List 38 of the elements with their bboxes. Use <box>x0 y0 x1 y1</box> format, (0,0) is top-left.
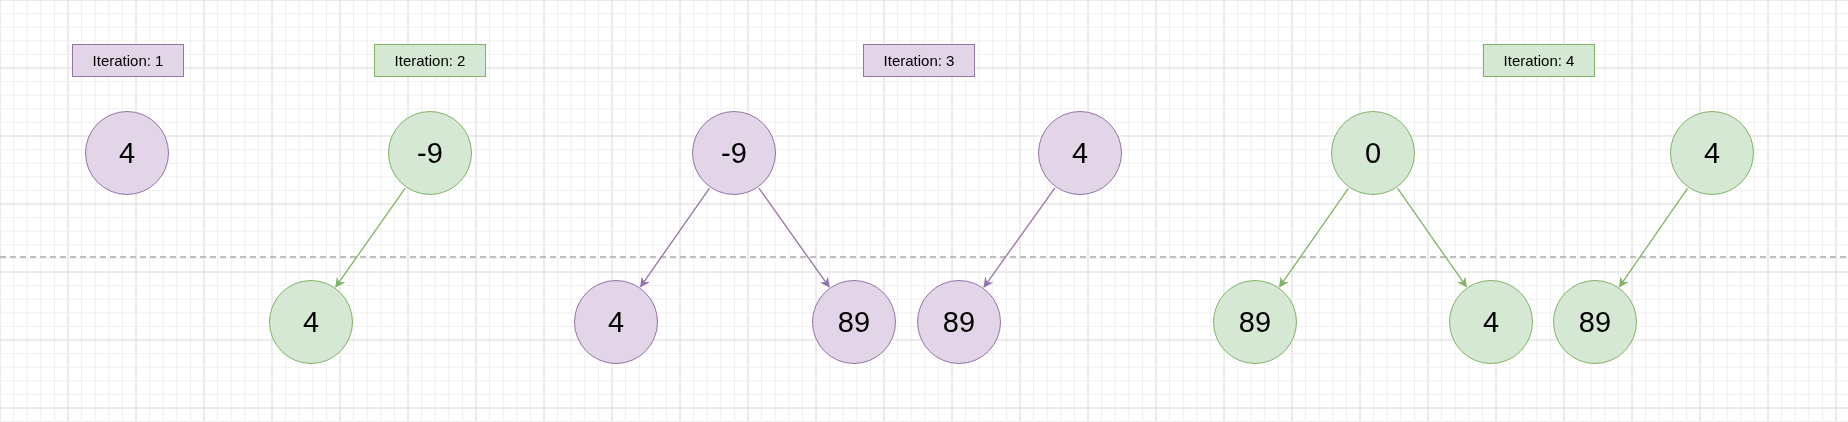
node-text: 0 <box>1364 136 1382 170</box>
node-text: 4 <box>1703 136 1721 170</box>
arrow <box>1396 187 1468 288</box>
node-text: Iteration: 4 <box>1503 52 1575 69</box>
arrow <box>758 187 830 288</box>
node-text: Iteration: 1 <box>92 52 164 69</box>
node-text: 89 <box>1578 305 1612 339</box>
arrow <box>335 187 406 288</box>
node-text: 89 <box>837 305 871 339</box>
arrow <box>983 187 1056 288</box>
tree-node-circle <box>1553 280 1637 364</box>
node-text: 89 <box>942 305 976 339</box>
iteration-label <box>374 44 486 77</box>
iteration-label <box>1483 44 1595 77</box>
iteration-label <box>72 44 184 77</box>
node-text: 4 <box>1071 136 1089 170</box>
iteration-label <box>863 44 975 77</box>
node-text: -9 <box>721 136 747 170</box>
arrow <box>639 187 711 288</box>
tree-node-circle <box>1670 111 1754 195</box>
tree-node-circle <box>812 280 896 364</box>
node-text: -9 <box>417 136 443 170</box>
tree-node-circle <box>269 280 353 364</box>
arrow <box>1618 187 1689 288</box>
node-text: Iteration: 3 <box>883 52 955 69</box>
tree-node-circle <box>1331 111 1415 195</box>
node-text: 4 <box>607 305 625 339</box>
node-text: 4 <box>1482 305 1500 339</box>
node-text: Iteration: 2 <box>394 52 466 69</box>
tree-node-circle <box>1213 280 1297 364</box>
tree-node-circle <box>1449 280 1533 364</box>
node-text: 4 <box>118 136 136 170</box>
arrow <box>1278 187 1350 288</box>
tree-node-circle <box>388 111 472 195</box>
tree-node-circle <box>574 280 658 364</box>
node-text: 4 <box>302 305 320 339</box>
tree-node-circle <box>692 111 776 195</box>
node-text: 89 <box>1238 305 1272 339</box>
